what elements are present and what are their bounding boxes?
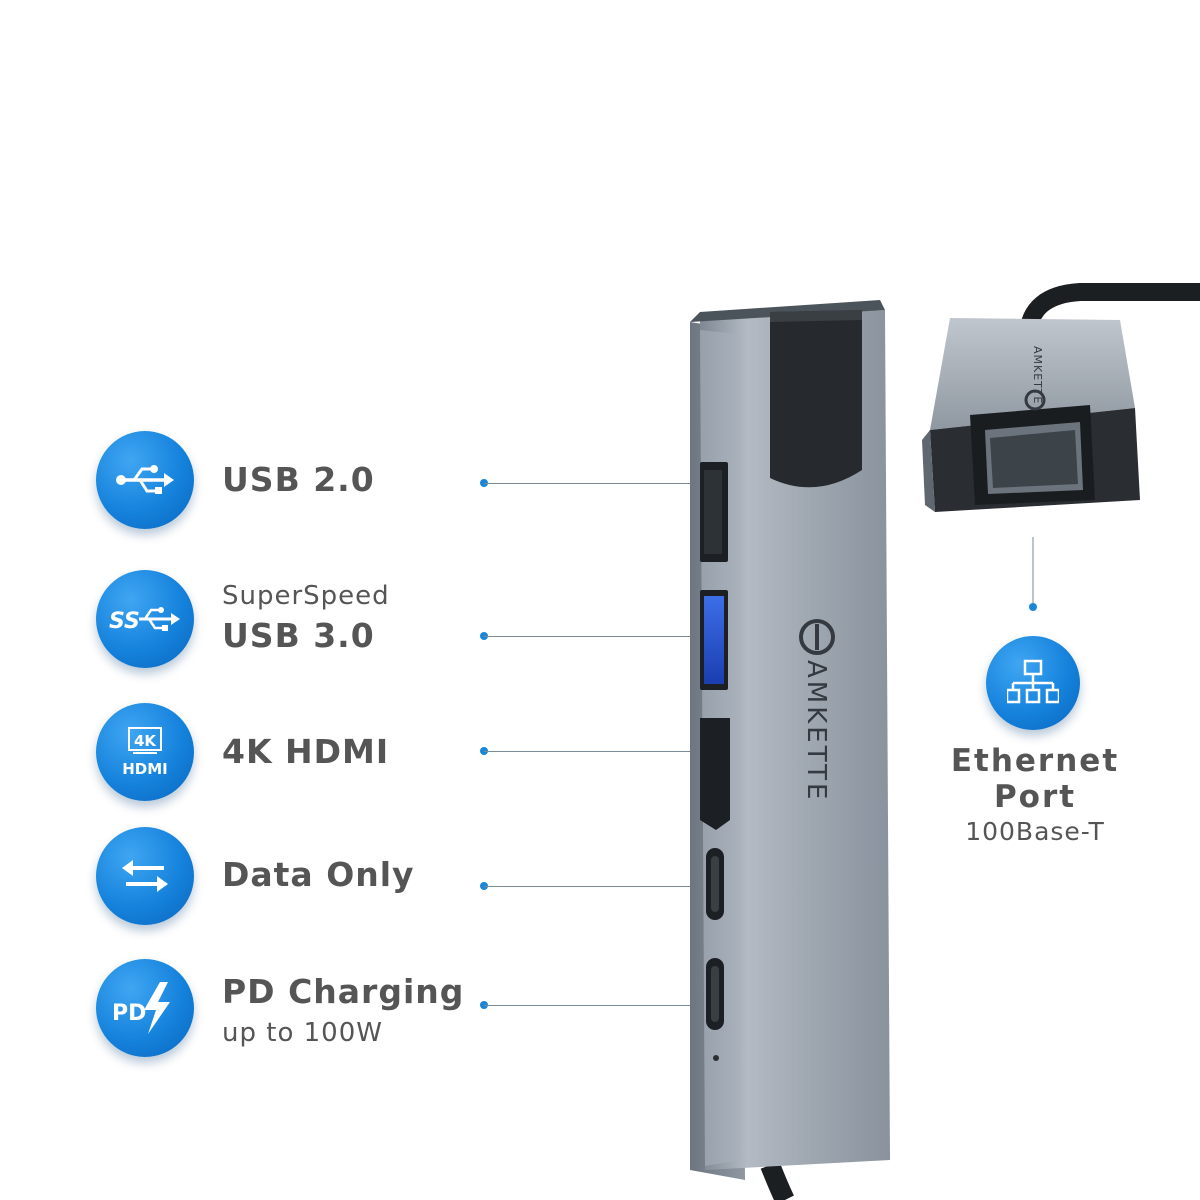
ethernet-adapter-brand-text: AMKETTE	[1031, 346, 1044, 405]
hdmi-leader-line	[484, 751, 690, 752]
ethernet-badge	[986, 636, 1080, 730]
pd-charging-sublabel: up to 100W	[222, 1018, 383, 1048]
usb-2-leader-line	[484, 483, 690, 484]
usb-3-badge: SS	[96, 570, 194, 668]
hdmi-icon-hdmi-text: HDMI	[122, 760, 168, 778]
superspeed-usb-icon: SS	[109, 607, 180, 634]
superspeed-icon-text: SS	[109, 609, 140, 634]
usb-3-sublabel: SuperSpeed	[222, 581, 390, 611]
ethernet-sublabel: 100Base-T	[965, 817, 1105, 846]
hdmi-badge: 4K HDMI	[96, 703, 194, 801]
pd-charging-leader-line	[484, 1005, 690, 1006]
hdmi-4k-icon: 4K HDMI	[122, 727, 168, 778]
network-icon	[1007, 659, 1059, 704]
usb-2-label: USB 2.0	[222, 460, 375, 499]
hdmi-icon-4k-text: 4K	[134, 732, 157, 750]
usb-3-label: USB 3.0	[222, 616, 375, 655]
ethernet-title-line2: Port	[993, 779, 1077, 815]
data-transfer-arrows-icon	[122, 860, 168, 892]
usb-icon	[116, 465, 174, 494]
ethernet-title-line1: Ethernet	[950, 743, 1120, 779]
pd-icon-text: PD	[112, 1001, 146, 1026]
data-only-badge	[96, 827, 194, 925]
pd-charging-badge: PD	[96, 959, 194, 1057]
hub-brand-text: AMKETTE	[801, 660, 831, 803]
data-only-label: Data Only	[222, 855, 415, 894]
pd-charging-label: PD Charging	[222, 972, 465, 1011]
usb-2-badge	[96, 431, 194, 529]
power-delivery-icon: PD	[112, 982, 170, 1034]
usb-3-leader-line	[484, 636, 690, 637]
hdmi-label: 4K HDMI	[222, 732, 390, 771]
data-only-leader-line	[484, 886, 690, 887]
